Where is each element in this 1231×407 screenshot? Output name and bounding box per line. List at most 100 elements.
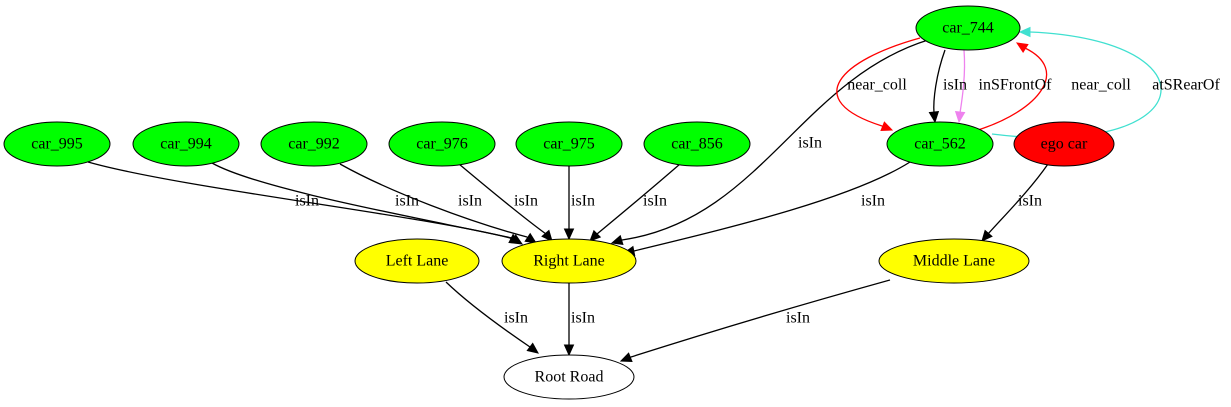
edge-arrowhead (563, 228, 575, 241)
edge-line (987, 163, 1049, 235)
edge-arrowhead (510, 234, 524, 245)
edge-line (339, 163, 528, 238)
edge-e_744_562_near (836, 37, 921, 131)
edge-label-e_744_562_near: near_coll (847, 77, 907, 94)
edge-arrowhead (1018, 26, 1031, 38)
edge-arrowhead (563, 344, 575, 357)
edge-line (836, 37, 921, 127)
edge-line (633, 161, 911, 252)
edge-label-e_992_rl: isIn (458, 193, 482, 210)
node-label: Left Lane (386, 253, 449, 270)
node-label: car_992 (288, 136, 340, 153)
edge-e_rl_rr (563, 283, 575, 357)
edge-label-e_ll_rr: isIn (504, 310, 528, 327)
edge-labels-layer: isIn isIn isIn isIn isIn isIn isIn isIn isIn near… (295, 77, 1220, 327)
node-middle-lane[interactable]: Middle Lane (878, 238, 1030, 284)
edge-e_ml_rr (619, 279, 891, 362)
node-label: car_975 (543, 136, 595, 153)
edge-label-e_ml_rr: isIn (786, 310, 810, 327)
edge-line (458, 163, 547, 235)
edge-arrowhead (610, 234, 624, 246)
node-label: car_976 (416, 136, 468, 153)
edge-e_992_rl (339, 163, 538, 244)
node-label: Root Road (535, 369, 604, 386)
node-shape (132, 121, 240, 167)
edge-label-e_ego_ml: isIn (1018, 193, 1042, 210)
edge-arrowhead (1015, 42, 1029, 54)
edge-line (445, 281, 531, 348)
edge-arrowhead (524, 232, 538, 244)
edge-line (959, 49, 966, 114)
edge-label-e_562_744_near: near_coll (1071, 77, 1131, 94)
edge-arrowhead (541, 229, 553, 242)
node-shape (260, 121, 368, 167)
node-car-976[interactable]: car_976 (388, 121, 496, 167)
edge-e_976_rl (458, 163, 553, 242)
node-ego-car[interactable]: ego car (1013, 121, 1115, 167)
edge-arrowhead (526, 342, 539, 354)
node-label: car_744 (942, 20, 994, 37)
edge-e_744_rl (610, 39, 929, 246)
node-label: Middle Lane (913, 253, 995, 270)
edge-e_ego_ml (981, 163, 1049, 242)
edge-label-e_995_rl: isIn (295, 193, 319, 210)
node-shape (1013, 121, 1115, 167)
edge-e_975_rl (563, 166, 575, 241)
edge-arrowhead (880, 121, 894, 131)
edge-label-e_744_562_front: inSFrontOf (979, 77, 1053, 94)
node-shape (886, 121, 994, 167)
edge-line (211, 162, 513, 239)
edge-label-e_856_rl: isIn (643, 193, 667, 210)
node-label: car_994 (160, 136, 212, 153)
node-car-744[interactable]: car_744 (915, 5, 1021, 51)
node-left-lane[interactable]: Left Lane (354, 238, 480, 284)
edge-arrowhead (928, 110, 940, 124)
node-car-994[interactable]: car_994 (132, 121, 240, 167)
edge-arrowhead (589, 229, 602, 242)
edge-e_562_744_near (977, 42, 1048, 131)
edge-label-e_994_rl: isIn (395, 193, 419, 210)
edge-line (596, 163, 681, 235)
edge-e_856_rl (589, 163, 681, 242)
edge-label-e_562_744_rear: atSRearOf (1152, 77, 1220, 94)
edge-line (630, 279, 891, 358)
edge-line (621, 39, 929, 241)
node-car-975[interactable]: car_975 (515, 121, 623, 167)
node-label: ego car (1041, 136, 1088, 153)
edge-label-e_744_562_isin: isIn (943, 77, 967, 94)
node-shape (3, 121, 111, 167)
node-car-995[interactable]: car_995 (3, 121, 111, 167)
edge-arrowhead (981, 229, 993, 242)
nodes-layer: car_744 car_562 car_995 car_994 car_992 car_9… (3, 5, 1115, 400)
node-label: car_562 (914, 136, 966, 153)
edge-e_ll_rr (445, 281, 539, 354)
node-label: car_856 (671, 136, 723, 153)
node-label: Right Lane (533, 253, 605, 270)
edge-e_744_562_front (954, 49, 966, 124)
edge-arrowhead (619, 352, 633, 362)
edge-e_994_rl (211, 162, 524, 245)
node-shape (643, 121, 751, 167)
node-car-992[interactable]: car_992 (260, 121, 368, 167)
node-shape (515, 121, 623, 167)
node-shape (503, 354, 635, 400)
edge-label-e_562_rl: isIn (861, 193, 885, 210)
edge-label-e_744_rl: isIn (798, 135, 822, 152)
edge-line (977, 47, 1048, 131)
node-shape (501, 238, 637, 284)
node-car-562[interactable]: car_562 (886, 121, 994, 167)
node-root-road[interactable]: Root Road (503, 354, 635, 400)
node-shape (354, 238, 480, 284)
node-shape (388, 121, 496, 167)
node-shape (878, 238, 1030, 284)
node-shape (915, 5, 1021, 51)
node-right-lane[interactable]: Right Lane (501, 238, 637, 284)
edge-label-e_976_rl: isIn (514, 193, 538, 210)
edge-label-e_975_rl: isIn (571, 193, 595, 210)
edge-arrowhead (954, 110, 966, 124)
node-car-856[interactable]: car_856 (643, 121, 751, 167)
edge-e_744_562_isin (928, 49, 946, 124)
edges-layer (87, 26, 1162, 362)
node-label: car_995 (31, 136, 83, 153)
